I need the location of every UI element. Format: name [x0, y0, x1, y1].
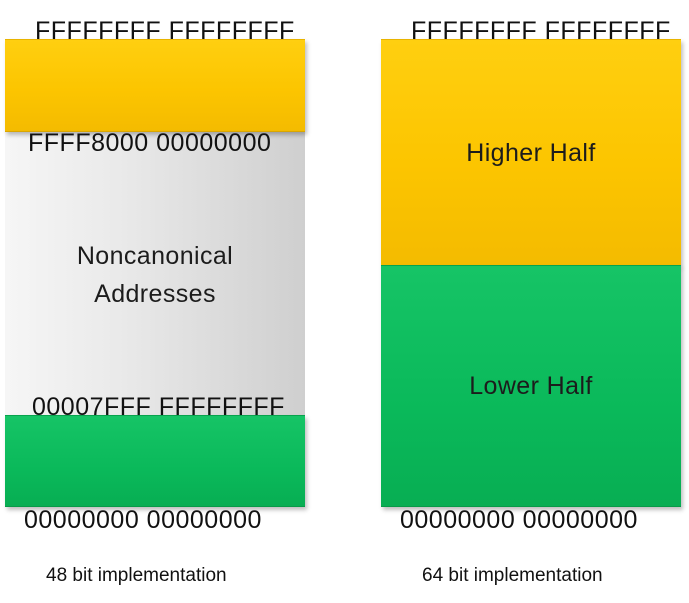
noncanonical-label: Noncanonical Addresses — [77, 237, 233, 313]
higher-half-region-48 — [5, 39, 305, 132]
lower-boundary-address: 00007FFF FFFFFFFF — [32, 393, 285, 421]
lower-half-region-64: Lower Half — [381, 265, 681, 507]
noncanonical-region: Noncanonical Addresses — [5, 130, 305, 420]
higher-half-label: Higher Half — [466, 138, 596, 167]
caption-64-bit: 64 bit implementation — [422, 565, 603, 586]
diagram-48-bit: Noncanonical Addresses FFFFFFFF FFFFFFFF… — [0, 0, 320, 603]
noncanonical-label-line1: Noncanonical — [76, 242, 234, 270]
caption-48-bit: 48 bit implementation — [46, 565, 227, 586]
lower-half-region-48 — [5, 415, 305, 507]
top-address-64: FFFFFFFF FFFFFFFF — [411, 17, 671, 45]
top-address-48: FFFFFFFF FFFFFFFF — [35, 17, 295, 45]
bottom-address-48: 00000000 00000000 — [24, 506, 262, 534]
higher-boundary-address: FFFF8000 00000000 — [28, 129, 272, 157]
lower-half-label: Lower Half — [469, 372, 593, 400]
bottom-address-64: 00000000 00000000 — [400, 506, 638, 534]
higher-half-region-64: Higher Half — [381, 39, 681, 266]
diagram-64-bit: Higher Half Lower Half FFFFFFFF FFFFFFFF… — [369, 0, 689, 603]
noncanonical-label-line2: Addresses — [94, 280, 216, 308]
